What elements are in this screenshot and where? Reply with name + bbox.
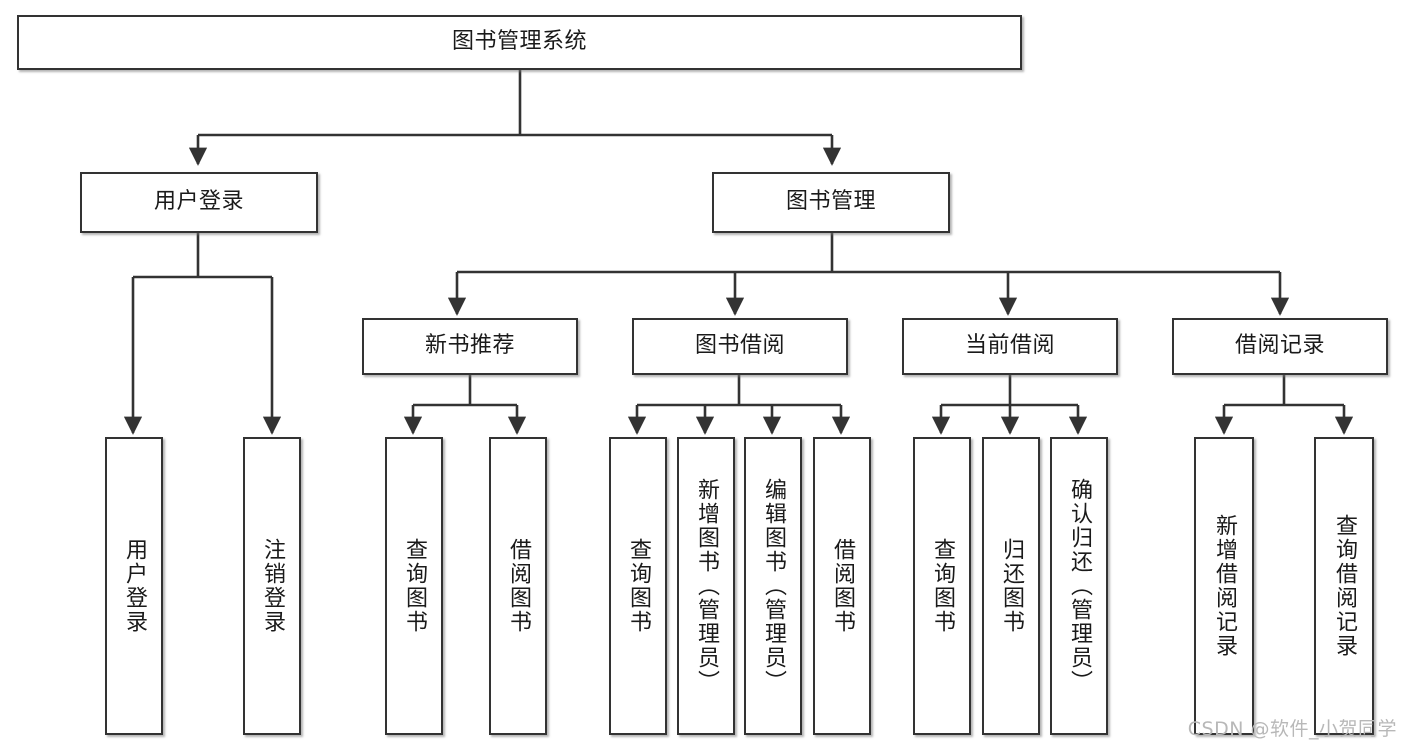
node-label: 查询借阅记录 bbox=[1331, 514, 1357, 658]
node-label: 当前借阅 bbox=[964, 333, 1055, 359]
node-label: 图书管理系统 bbox=[451, 29, 587, 55]
node-root-book-management-system[interactable]: 图书管理系统 bbox=[17, 15, 1022, 70]
watermark: CSDN @软件_小贺同学 bbox=[1187, 718, 1397, 740]
node-label: 借阅记录 bbox=[1234, 333, 1325, 359]
node-label: 注销登录 bbox=[259, 538, 285, 634]
node-new-book-recommend[interactable]: 新书推荐 bbox=[362, 318, 578, 375]
node-leaf-edit-book[interactable]: 编辑图书（管理员） bbox=[744, 437, 802, 735]
node-label: 查询图书 bbox=[401, 538, 427, 634]
node-label: 编辑图书（管理员） bbox=[760, 478, 786, 694]
node-leaf-query-record[interactable]: 查询借阅记录 bbox=[1314, 437, 1374, 735]
node-leaf-confirm-return[interactable]: 确认归还（管理员） bbox=[1050, 437, 1108, 735]
node-label: 新书推荐 bbox=[424, 333, 515, 359]
node-label: 图书管理 bbox=[785, 189, 876, 215]
node-leaf-query-book-1[interactable]: 查询图书 bbox=[385, 437, 443, 735]
node-current-borrow[interactable]: 当前借阅 bbox=[902, 318, 1118, 375]
node-label: 新增图书（管理员） bbox=[693, 478, 719, 694]
node-borrow-record[interactable]: 借阅记录 bbox=[1172, 318, 1388, 375]
node-book-manage[interactable]: 图书管理 bbox=[712, 172, 950, 233]
node-leaf-add-record[interactable]: 新增借阅记录 bbox=[1194, 437, 1254, 735]
node-label: 新增借阅记录 bbox=[1211, 514, 1237, 658]
node-label: 用户登录 bbox=[121, 538, 147, 634]
node-label: 查询图书 bbox=[929, 538, 955, 634]
node-label: 借阅图书 bbox=[829, 538, 855, 634]
node-label: 确认归还（管理员） bbox=[1066, 478, 1092, 694]
node-book-borrow[interactable]: 图书借阅 bbox=[632, 318, 848, 375]
node-label: 借阅图书 bbox=[505, 538, 531, 634]
node-leaf-add-book[interactable]: 新增图书（管理员） bbox=[677, 437, 735, 735]
node-label: 图书借阅 bbox=[694, 333, 785, 359]
node-user-login[interactable]: 用户登录 bbox=[80, 172, 318, 233]
node-label: 查询图书 bbox=[625, 538, 651, 634]
node-label: 用户登录 bbox=[153, 189, 244, 215]
node-leaf-borrow-book-1[interactable]: 借阅图书 bbox=[489, 437, 547, 735]
node-leaf-borrow-book-2[interactable]: 借阅图书 bbox=[813, 437, 871, 735]
node-leaf-query-book-3[interactable]: 查询图书 bbox=[913, 437, 971, 735]
node-label: 归还图书 bbox=[998, 538, 1024, 634]
node-leaf-user-login[interactable]: 用户登录 bbox=[105, 437, 163, 735]
node-leaf-return-book[interactable]: 归还图书 bbox=[982, 437, 1040, 735]
node-leaf-logout-login[interactable]: 注销登录 bbox=[243, 437, 301, 735]
node-leaf-query-book-2[interactable]: 查询图书 bbox=[609, 437, 667, 735]
